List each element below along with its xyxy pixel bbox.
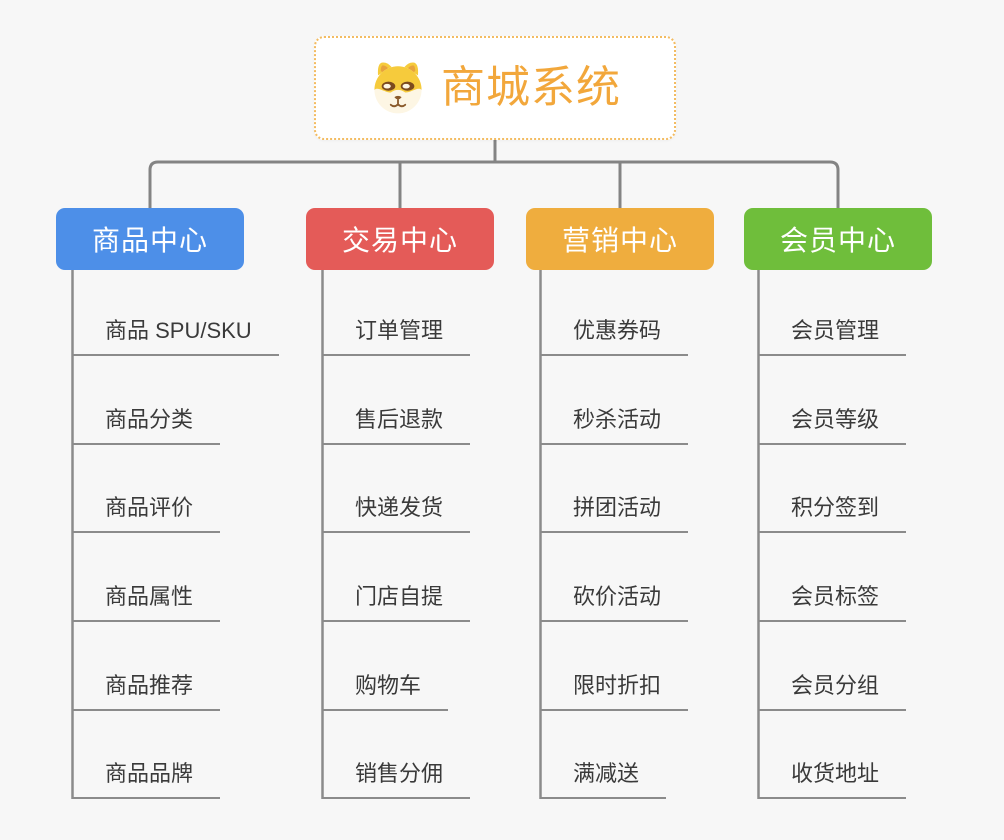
- topic-item[interactable]: 售后退款: [322, 405, 471, 445]
- topic-item[interactable]: 购物车: [322, 671, 449, 711]
- topic-item[interactable]: 商品分类: [72, 405, 221, 445]
- topic-item[interactable]: 门店自提: [322, 582, 471, 622]
- topic-item[interactable]: 会员分组: [758, 671, 907, 711]
- topic-item[interactable]: 收货地址: [758, 759, 907, 799]
- branch-header-product-center[interactable]: 商品中心: [56, 208, 244, 270]
- branch-bus-connector: [148, 160, 840, 208]
- branch-header-member-center[interactable]: 会员中心: [744, 208, 932, 270]
- root-node[interactable]: 商城系统: [314, 36, 676, 140]
- topic-item[interactable]: 砍价活动: [540, 582, 689, 622]
- topic-item[interactable]: 限时折扣: [540, 671, 689, 711]
- topic-item[interactable]: 优惠券码: [540, 316, 689, 356]
- topic-item[interactable]: 商品推荐: [72, 671, 221, 711]
- topic-item[interactable]: 拼团活动: [540, 493, 689, 533]
- shiba-dog-icon: [374, 62, 422, 114]
- topic-item[interactable]: 会员标签: [758, 582, 907, 622]
- topic-item[interactable]: 销售分佣: [322, 759, 471, 799]
- topic-item[interactable]: 商品评价: [72, 493, 221, 533]
- topic-item[interactable]: 秒杀活动: [540, 405, 689, 445]
- topic-item[interactable]: 商品 SPU/SKU: [72, 316, 279, 356]
- branch-header-trade-center[interactable]: 交易中心: [306, 208, 494, 270]
- topic-item[interactable]: 会员管理: [758, 316, 907, 356]
- topic-item[interactable]: 快递发货: [322, 493, 471, 533]
- root-title: 商城系统: [441, 63, 621, 112]
- branch-header-marketing-center[interactable]: 营销中心: [526, 208, 714, 270]
- topic-item[interactable]: 会员等级: [758, 405, 907, 445]
- topic-item[interactable]: 商品属性: [72, 582, 221, 622]
- topic-item[interactable]: 订单管理: [322, 316, 471, 356]
- topic-item[interactable]: 商品品牌: [72, 759, 221, 799]
- topic-item[interactable]: 积分签到: [758, 493, 907, 533]
- topic-item[interactable]: 满减送: [540, 759, 667, 799]
